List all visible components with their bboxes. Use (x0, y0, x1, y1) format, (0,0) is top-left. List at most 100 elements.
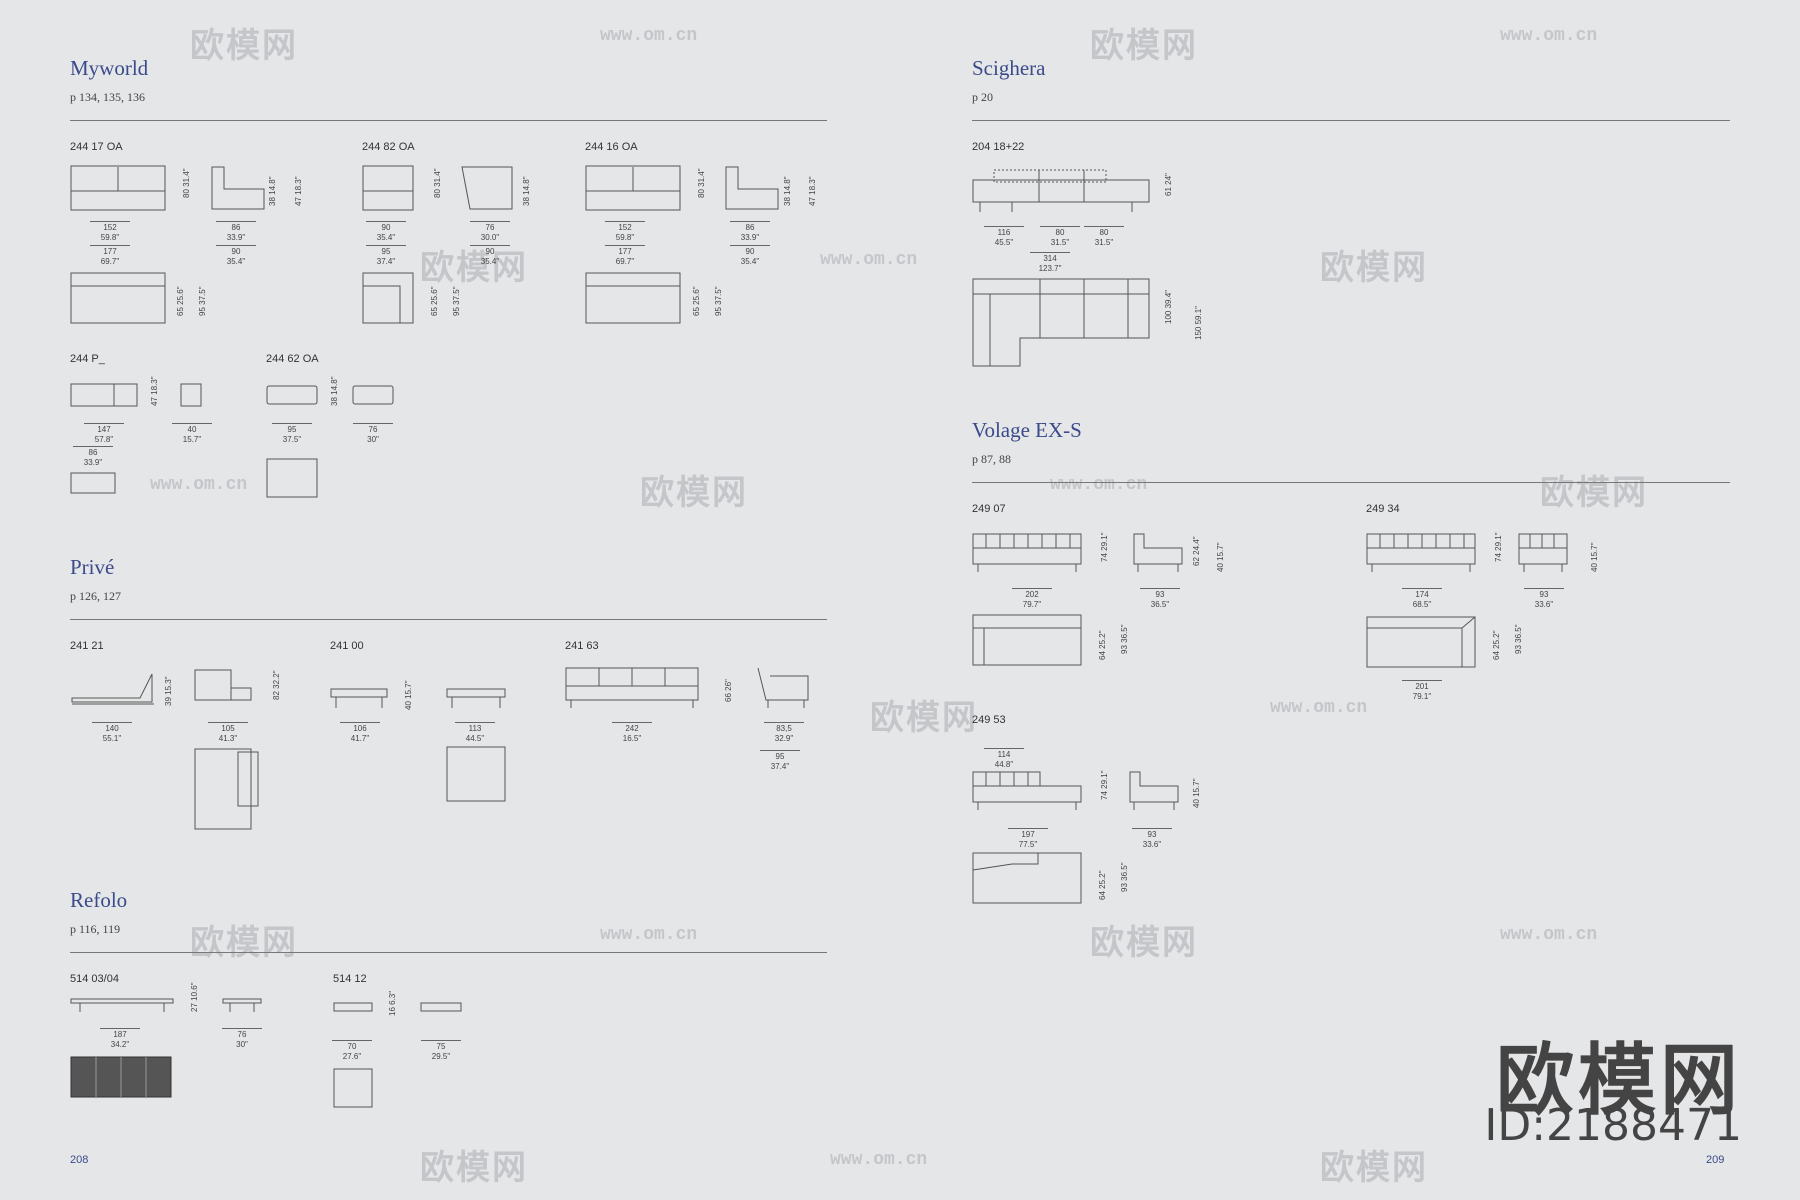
sofa-top-view (972, 614, 1084, 668)
product-code: 514 12 (333, 973, 367, 985)
product-code: 204 18+22 (972, 141, 1025, 153)
page-number-right: 209 (1706, 1154, 1725, 1166)
armchair-top-view (362, 272, 414, 324)
section-pages-prive: p 126, 127 (70, 589, 121, 603)
vertical-dimension: 65 25.6" (430, 286, 439, 316)
sofa-front-view (585, 165, 681, 211)
watermark-url: www.om.cn (1270, 698, 1368, 718)
ottoman-side-view (352, 385, 396, 407)
pouf-side-view (180, 383, 204, 409)
product-code: 244 17 OA (70, 141, 123, 153)
armchair-front-view (362, 165, 414, 211)
sofa-front-view (972, 532, 1084, 576)
watermark-logo: 欧模网 (640, 474, 748, 512)
vertical-dimension: 66 26" (724, 679, 733, 702)
section-pages-myworld: p 134, 135, 136 (70, 90, 145, 104)
product-code: 244 82 OA (362, 141, 415, 153)
product-code: 241 63 (565, 640, 599, 652)
watermark-logo: 欧模网 (1090, 924, 1198, 962)
vertical-dimension: 82 32.2" (272, 670, 281, 700)
vertical-dimension: 65 25.6" (692, 286, 701, 316)
watermark-logo: 欧模网 (420, 1149, 528, 1187)
section-title-volage: Volage EX-S (972, 418, 1082, 442)
sofa-top-view (1366, 616, 1478, 670)
section-rule (70, 619, 827, 620)
watermark-logo: 欧模网 (420, 249, 528, 287)
vertical-dimension: 95 37.5" (452, 286, 461, 316)
sofa-side-view (724, 165, 780, 211)
vertical-dimension: 40 15.7" (1216, 542, 1225, 572)
section-title-scighera: Scighera (972, 56, 1046, 80)
chaise-front-view (972, 770, 1084, 814)
sofa-side-view (756, 666, 812, 710)
daybed-side-view (194, 668, 254, 710)
product-code: 249 34 (1366, 503, 1400, 515)
vertical-dimension: 74 29.1" (1494, 532, 1503, 562)
watermark-logo: 欧模网 (1540, 474, 1648, 512)
vertical-dimension: 38 14.8" (268, 176, 277, 206)
section-rule (972, 120, 1730, 121)
sofa-top-view (70, 272, 166, 324)
vertical-dimension: 47 18.3" (294, 176, 303, 206)
vertical-dimension: 40 15.7" (1192, 778, 1201, 808)
vertical-dimension: 38 14.8" (783, 176, 792, 206)
section-rule (972, 482, 1730, 483)
image-id-stamp: ID:2188471 (1484, 1100, 1742, 1151)
vertical-dimension: 64 25.2" (1098, 870, 1107, 900)
watermark-url: www.om.cn (1500, 26, 1598, 46)
sofa-side-view (210, 165, 266, 211)
vertical-dimension: 93 36.5" (1120, 624, 1129, 654)
brand-stamp: 欧模网 (1495, 1036, 1742, 1124)
vertical-dimension: 74 29.1" (1100, 532, 1109, 562)
product-code: 244 P_ (70, 353, 105, 365)
ottoman-front-view (266, 385, 318, 407)
watermark-logo: 欧模网 (190, 27, 298, 65)
vertical-dimension: 38 14.8" (330, 376, 339, 406)
vertical-dimension: 47 18.3" (150, 376, 159, 406)
watermark-logo: 欧模网 (1320, 1149, 1428, 1187)
section-title-myworld: Myworld (70, 56, 149, 80)
watermark-logo: 欧模网 (1320, 249, 1428, 287)
product-code: 514 03/04 (70, 973, 119, 985)
watermark-url: www.om.cn (830, 1150, 928, 1170)
product-code: 249 07 (972, 503, 1006, 515)
vertical-dimension: 64 25.2" (1492, 630, 1501, 660)
section-pages-refolo: p 116, 119 (70, 922, 121, 936)
vertical-dimension: 16 6.3" (388, 990, 397, 1016)
sofa-front-view (70, 165, 166, 211)
vertical-dimension: 61 24" (1164, 173, 1173, 196)
vertical-dimension: 65 25.6" (176, 286, 185, 316)
section-title-prive: Privé (70, 555, 115, 579)
product-code: 244 16 OA (585, 141, 638, 153)
pouf-top-view (70, 472, 118, 496)
sofa-top-view (585, 272, 681, 324)
sectional-front-view (972, 166, 1154, 216)
side-table-side-view (420, 1002, 464, 1014)
vertical-dimension: 95 37.5" (714, 286, 723, 316)
vertical-dimension: 80 31.4" (697, 168, 706, 198)
daybed-top-view (194, 748, 260, 832)
